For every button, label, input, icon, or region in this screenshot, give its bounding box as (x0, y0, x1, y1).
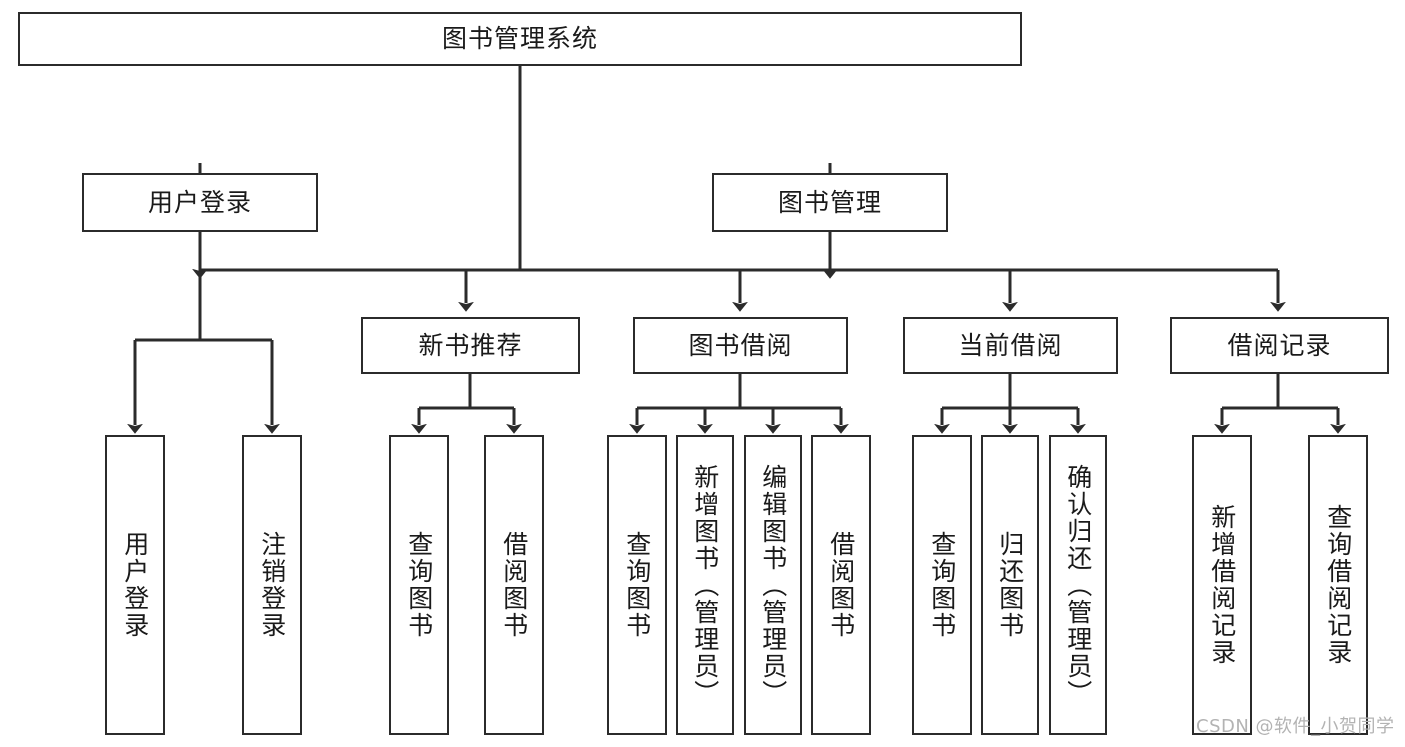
node-leaf-edit-book[interactable]: 编辑图书（管理员） (744, 435, 802, 735)
node-user-login-label: 用户登录 (147, 187, 252, 217)
node-leaf-query-book-1[interactable]: 查询图书 (389, 435, 449, 735)
node-book-borrow[interactable]: 图书借阅 (633, 317, 848, 374)
node-leaf-query-book-3-label: 查询图书 (927, 531, 957, 639)
node-leaf-query-record[interactable]: 查询借阅记录 (1308, 435, 1368, 735)
node-borrow-record[interactable]: 借阅记录 (1170, 317, 1389, 374)
node-leaf-borrow-book-2[interactable]: 借阅图书 (811, 435, 871, 735)
node-leaf-borrow-book-2-label: 借阅图书 (826, 531, 856, 639)
node-new-book-recommend-label: 新书推荐 (418, 330, 523, 360)
node-new-book-recommend[interactable]: 新书推荐 (361, 317, 580, 374)
node-leaf-return-book-label: 归还图书 (995, 531, 1025, 639)
node-leaf-query-book-2-label: 查询图书 (622, 531, 652, 639)
node-current-borrow[interactable]: 当前借阅 (903, 317, 1118, 374)
node-leaf-user-login-label: 用户登录 (120, 531, 150, 639)
node-leaf-return-book[interactable]: 归还图书 (981, 435, 1039, 735)
node-leaf-add-record[interactable]: 新增借阅记录 (1192, 435, 1252, 735)
node-root[interactable]: 图书管理系统 (18, 12, 1022, 66)
node-leaf-confirm-return[interactable]: 确认归还（管理员） (1049, 435, 1107, 735)
node-leaf-query-book-2[interactable]: 查询图书 (607, 435, 667, 735)
node-leaf-confirm-return-label: 确认归还（管理员） (1063, 463, 1093, 707)
node-leaf-query-book-1-label: 查询图书 (404, 531, 434, 639)
node-root-label: 图书管理系统 (441, 24, 598, 54)
node-leaf-query-book-3[interactable]: 查询图书 (912, 435, 972, 735)
node-leaf-add-book-label: 新增图书（管理员） (690, 463, 720, 707)
node-book-manage-label: 图书管理 (777, 187, 882, 217)
node-leaf-user-login[interactable]: 用户登录 (105, 435, 165, 735)
node-leaf-logout[interactable]: 注销登录 (242, 435, 302, 735)
node-borrow-record-label: 借阅记录 (1227, 330, 1332, 360)
node-leaf-borrow-book-1-label: 借阅图书 (499, 531, 529, 639)
node-leaf-edit-book-label: 编辑图书（管理员） (758, 463, 788, 707)
node-leaf-query-record-label: 查询借阅记录 (1323, 504, 1353, 666)
node-leaf-borrow-book-1[interactable]: 借阅图书 (484, 435, 544, 735)
node-book-manage[interactable]: 图书管理 (712, 173, 948, 232)
node-leaf-add-book[interactable]: 新增图书（管理员） (676, 435, 734, 735)
node-user-login[interactable]: 用户登录 (82, 173, 318, 232)
csdn-watermark: CSDN @软件_小贺同学 (1196, 716, 1395, 737)
node-leaf-logout-label: 注销登录 (257, 531, 287, 639)
node-current-borrow-label: 当前借阅 (958, 330, 1063, 360)
node-leaf-add-record-label: 新增借阅记录 (1207, 504, 1237, 666)
node-book-borrow-label: 图书借阅 (688, 330, 793, 360)
